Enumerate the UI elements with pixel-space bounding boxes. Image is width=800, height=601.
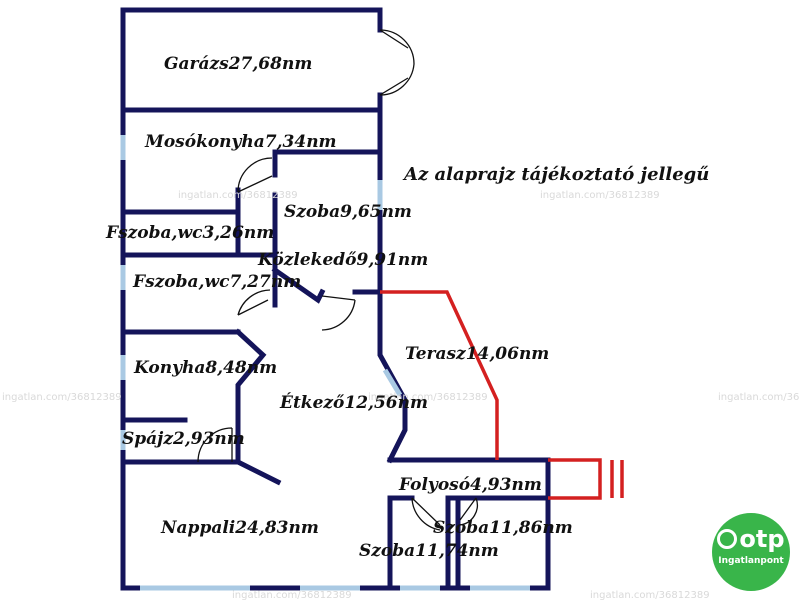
otp-logo: otp Ingatlanpont: [712, 513, 790, 591]
watermark: ingatlan.com/36812389: [178, 190, 298, 201]
watermark: ingatlan.com/36812389: [232, 590, 352, 601]
room-label-garazs: Garázs27,68nm: [164, 54, 313, 74]
walls: [120, 7, 551, 591]
room-label-szoba2: Szoba11,86nm: [433, 518, 573, 538]
wall-corridor-diag: [271, 266, 326, 304]
room-label-nappali: Nappali24,83nm: [161, 518, 319, 538]
bed-door: [459, 497, 478, 526]
disclaimer-note: Az alaprajz tájékoztató jellegű: [404, 164, 710, 185]
watermark: ingatlan.com/36812389: [718, 392, 800, 403]
laundry-door: [237, 157, 273, 193]
terrace: [380, 290, 624, 500]
watermark: ingatlan.com/36812389: [590, 590, 710, 601]
otp-logo-brand: otp: [712, 527, 790, 551]
wall-kitchen-right: [234, 328, 267, 461]
room-label-szoba1: Szoba9,65nm: [284, 202, 412, 222]
windows: [120, 135, 530, 591]
terrace-step: [548, 458, 602, 500]
room-label-szoba3: Szoba11,74nm: [359, 541, 499, 561]
terrace-outline: [380, 290, 499, 460]
room-label-mosokonyha: Mosókonyha7,34nm: [145, 132, 337, 152]
bed-door: [411, 497, 441, 531]
room-label-terasz: Terasz14,06nm: [405, 344, 550, 364]
room-label-fszoba-wc2: Fszoba,wc7,27nm: [133, 272, 302, 292]
window: [382, 368, 403, 397]
garage-door: [379, 29, 415, 65]
room-label-folyoso: Folyosó4,93nm: [399, 475, 542, 495]
otp-logo-sub: Ingatlanpont: [718, 556, 784, 566]
pantry-door: [197, 427, 233, 463]
watermark: ingatlan.com/36812389: [2, 392, 122, 403]
room-label-konyha: Konyha8,48nm: [134, 358, 278, 378]
room-label-kozlekedo: Közlekedő9,91nm: [258, 250, 429, 270]
bath2-door: [237, 289, 271, 316]
garage-door: [379, 63, 415, 96]
room-label-fszoba-wc1: Fszoba,wc3,26nm: [106, 223, 275, 243]
wall-nappali-diag: [234, 458, 282, 486]
watermark: ingatlan.com/36812389: [368, 392, 488, 403]
wall-dining-right: [377, 289, 408, 464]
watermark: ingatlan.com/36812389: [540, 190, 660, 201]
room-label-etkezo: Étkező12,56nm: [280, 393, 428, 413]
doors: [197, 29, 478, 531]
room1-door: [321, 295, 356, 331]
room-label-spajz: Spájz2,93nm: [122, 429, 245, 449]
wall-garage-outer: [120, 7, 383, 591]
